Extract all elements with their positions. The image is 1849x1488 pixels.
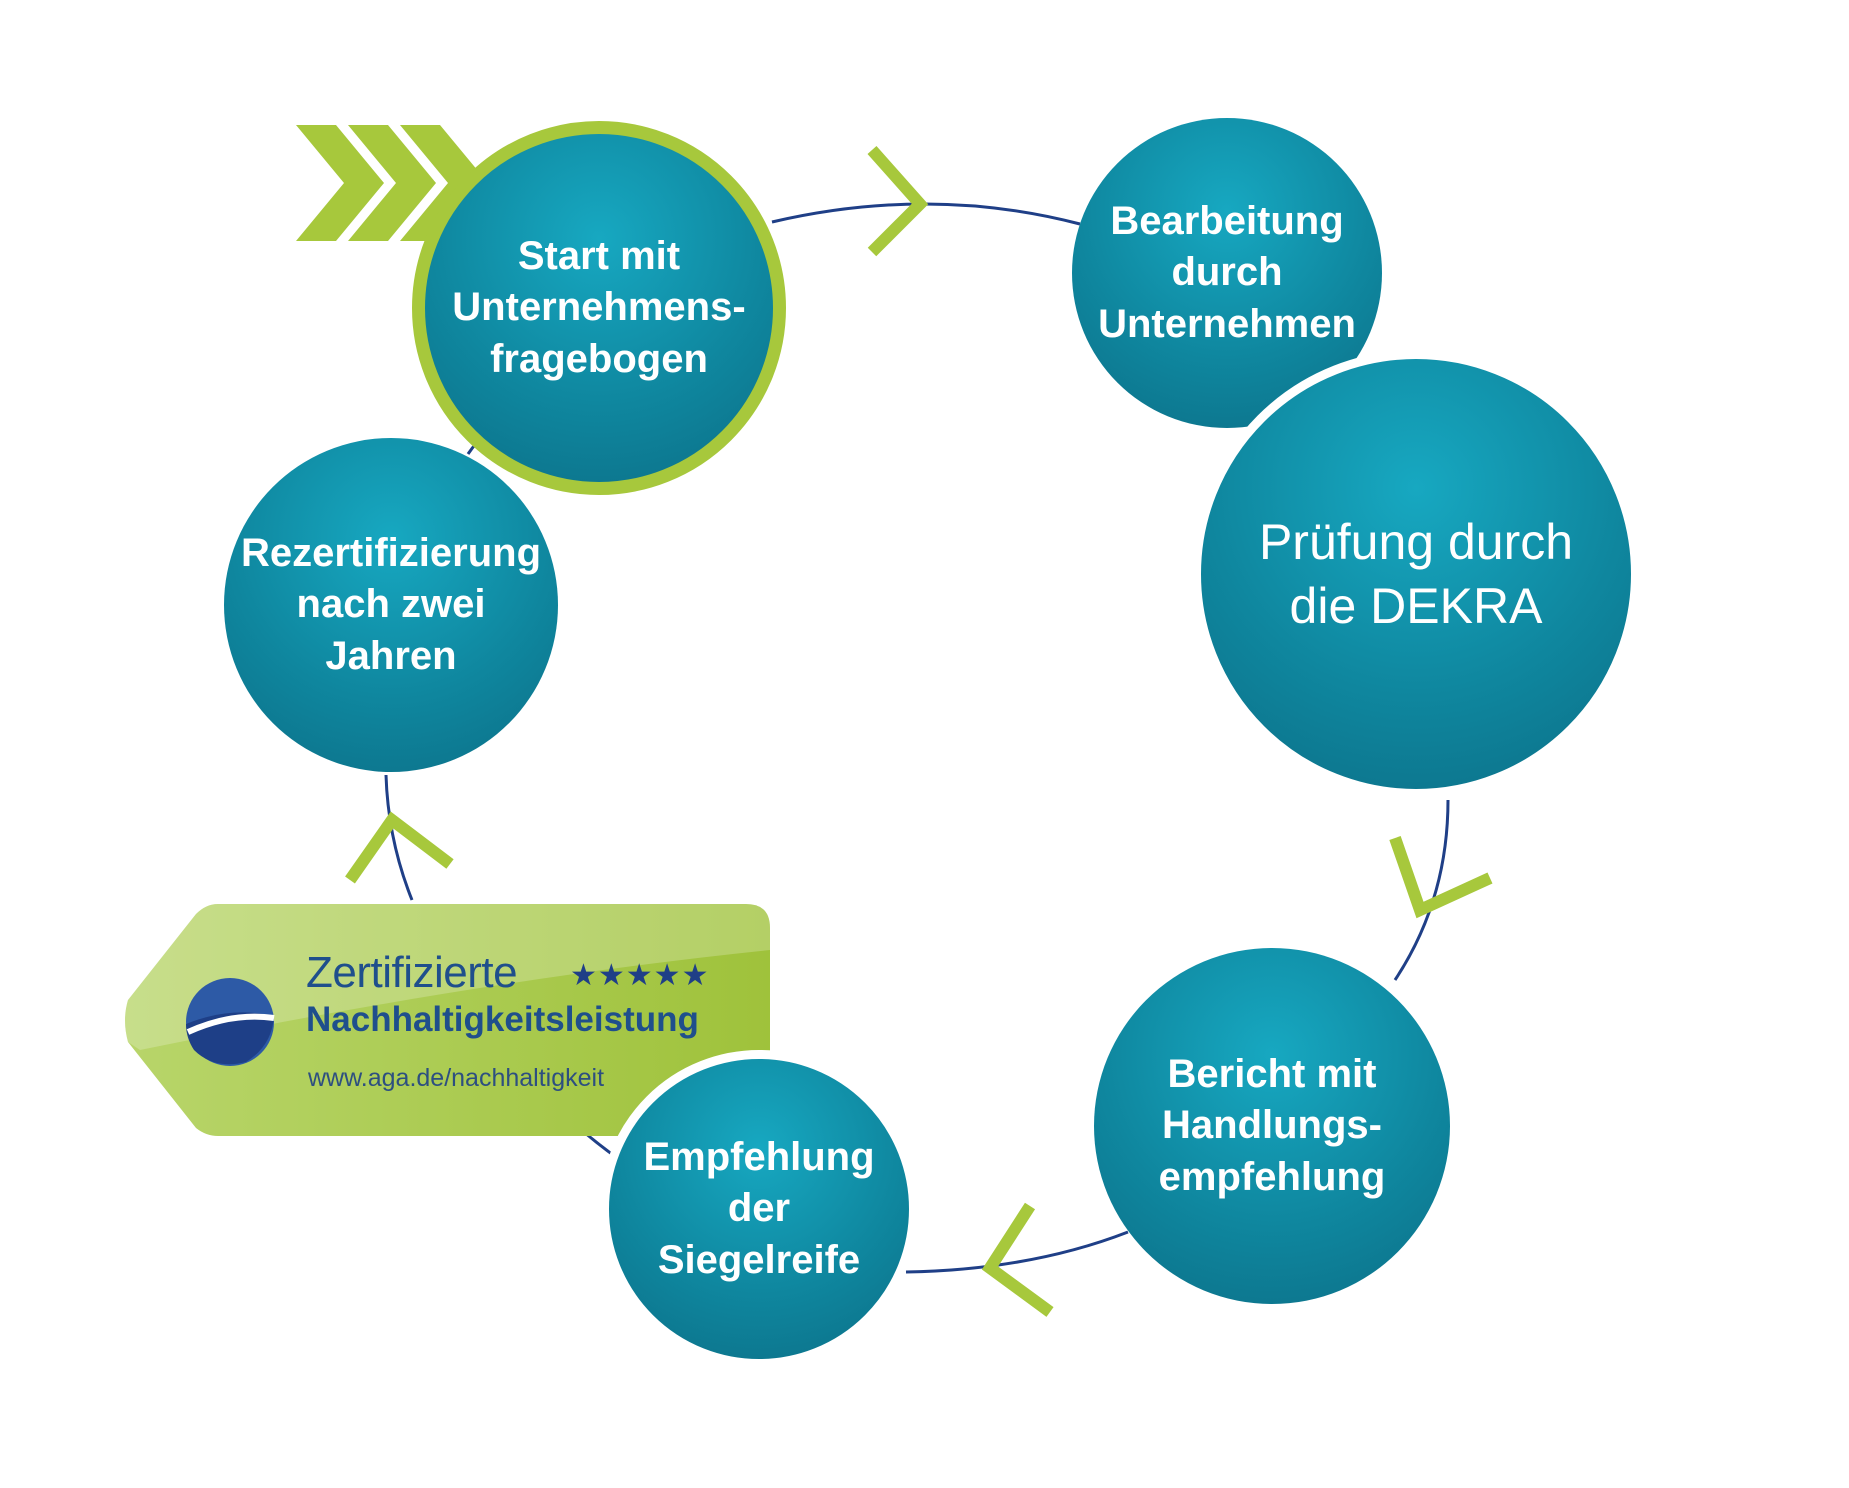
globe-icon bbox=[186, 978, 275, 1066]
node-empfehlung: Empfehlung der Siegelreife bbox=[600, 1050, 918, 1368]
node-dekra-label: Prüfung durch die DEKRA bbox=[1258, 514, 1574, 634]
arrow-head-up-icon bbox=[345, 811, 454, 884]
node-empfehlung-label: Empfehlung der Siegelreife bbox=[643, 1135, 875, 1282]
arrow-head-left-icon bbox=[981, 1202, 1054, 1317]
connector-start-bearbeitung bbox=[771, 202, 1081, 226]
seal-url: www.aga.de/nachhaltigkeit bbox=[308, 1064, 605, 1092]
node-bericht-label: Bericht mit Handlungs- empfehlung bbox=[1158, 1052, 1386, 1199]
seal-tag bbox=[125, 904, 770, 1136]
node-rezertifizierung: Rezertifizierung nach zwei Jahren bbox=[224, 438, 558, 772]
connector-seal-rezertifizierung bbox=[384, 774, 414, 901]
node-bearbeitung: Bearbeitung durch Unternehmen bbox=[1072, 118, 1382, 428]
seal-title: Zertifizierte bbox=[306, 948, 518, 997]
node-start-label: Start mit Unternehmens- fragebogen bbox=[452, 234, 746, 381]
connector-dekra-bericht bbox=[1393, 799, 1450, 981]
star-icon: ★★★★★ bbox=[570, 959, 710, 992]
node-bericht: Bericht mit Handlungs- empfehlung bbox=[1094, 948, 1450, 1304]
node-rezertifizierung-label: Rezertifizierung nach zwei Jahren bbox=[240, 531, 542, 678]
seal-subtitle: Nachhaltigkeitsleistung bbox=[306, 1000, 699, 1039]
connector-bericht-empfehlung bbox=[905, 1230, 1129, 1274]
arrow-head-down-icon bbox=[1389, 836, 1493, 919]
node-bearbeitung-label: Bearbeitung durch Unternehmen bbox=[1098, 199, 1356, 346]
node-dekra: Prüfung durch die DEKRA bbox=[1192, 350, 1640, 798]
arrow-head-right-icon bbox=[867, 146, 929, 257]
node-start: Start mit Unternehmens- fragebogen bbox=[412, 121, 786, 495]
